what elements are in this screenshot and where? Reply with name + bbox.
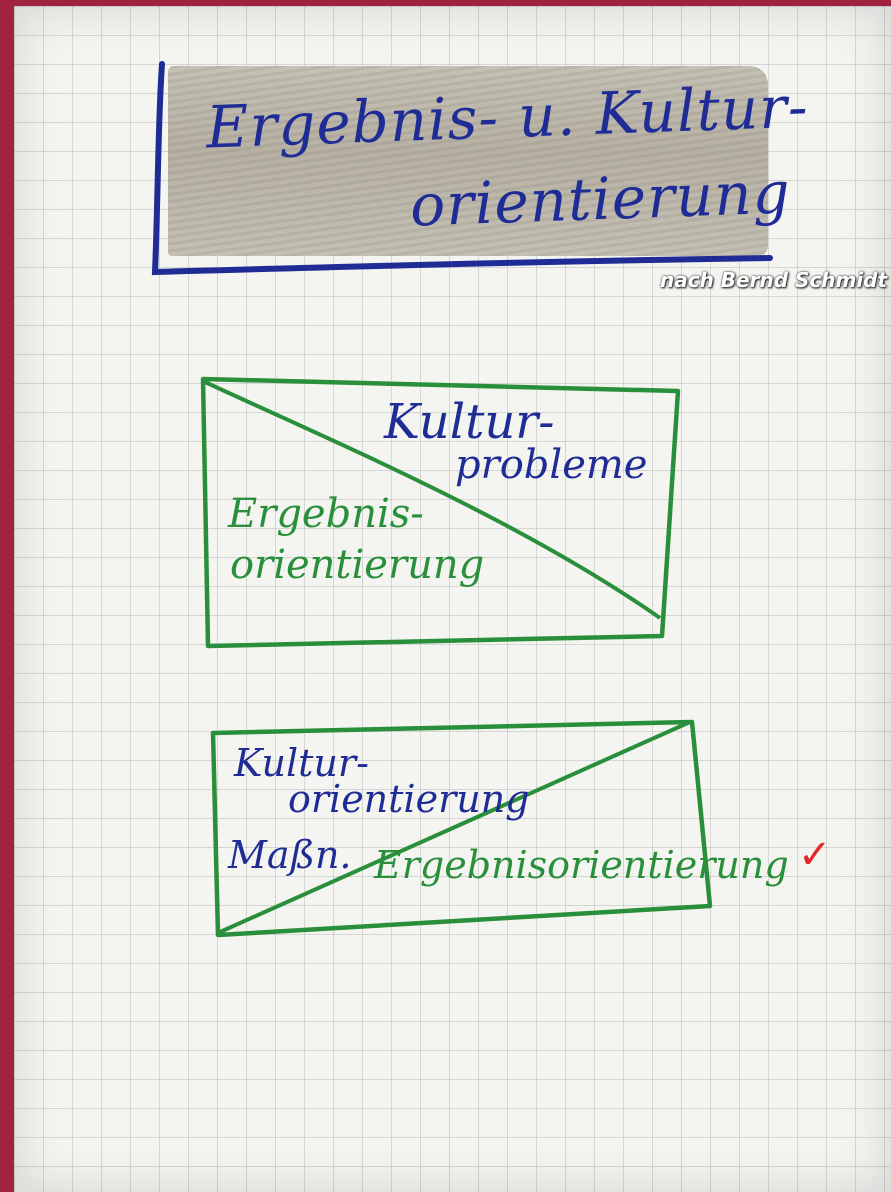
- red-checkmark-icon: ✓: [798, 832, 832, 878]
- title-bracket: [151, 61, 773, 276]
- diagram2-lower-label: Ergebnisorientierung: [374, 843, 789, 887]
- diagram1-upper-label-line1: Kultur-: [384, 394, 555, 450]
- diagram2-left-label: Maßn.: [228, 833, 352, 877]
- diagram1-lower-label-line2: orientierung: [230, 542, 485, 588]
- diagram1-diagonal: [204, 380, 662, 620]
- title-line-2: orientierung: [408, 158, 792, 240]
- diagram2-box: [210, 719, 713, 938]
- author-credit: nach Bernd Schmidt: [660, 268, 888, 292]
- diagram1-lower-label-line1: Ergebnis-: [228, 491, 424, 537]
- diagram2-diagonal: [219, 720, 691, 934]
- diagram1-upper-label-line2: probleme: [455, 442, 648, 488]
- diagram2-upper-label-line2: orientierung: [288, 777, 530, 821]
- diagram2-upper-label-line1: Kultur-: [234, 741, 369, 785]
- title-pencil-shading: [168, 66, 768, 256]
- diagram1-box: [200, 376, 681, 649]
